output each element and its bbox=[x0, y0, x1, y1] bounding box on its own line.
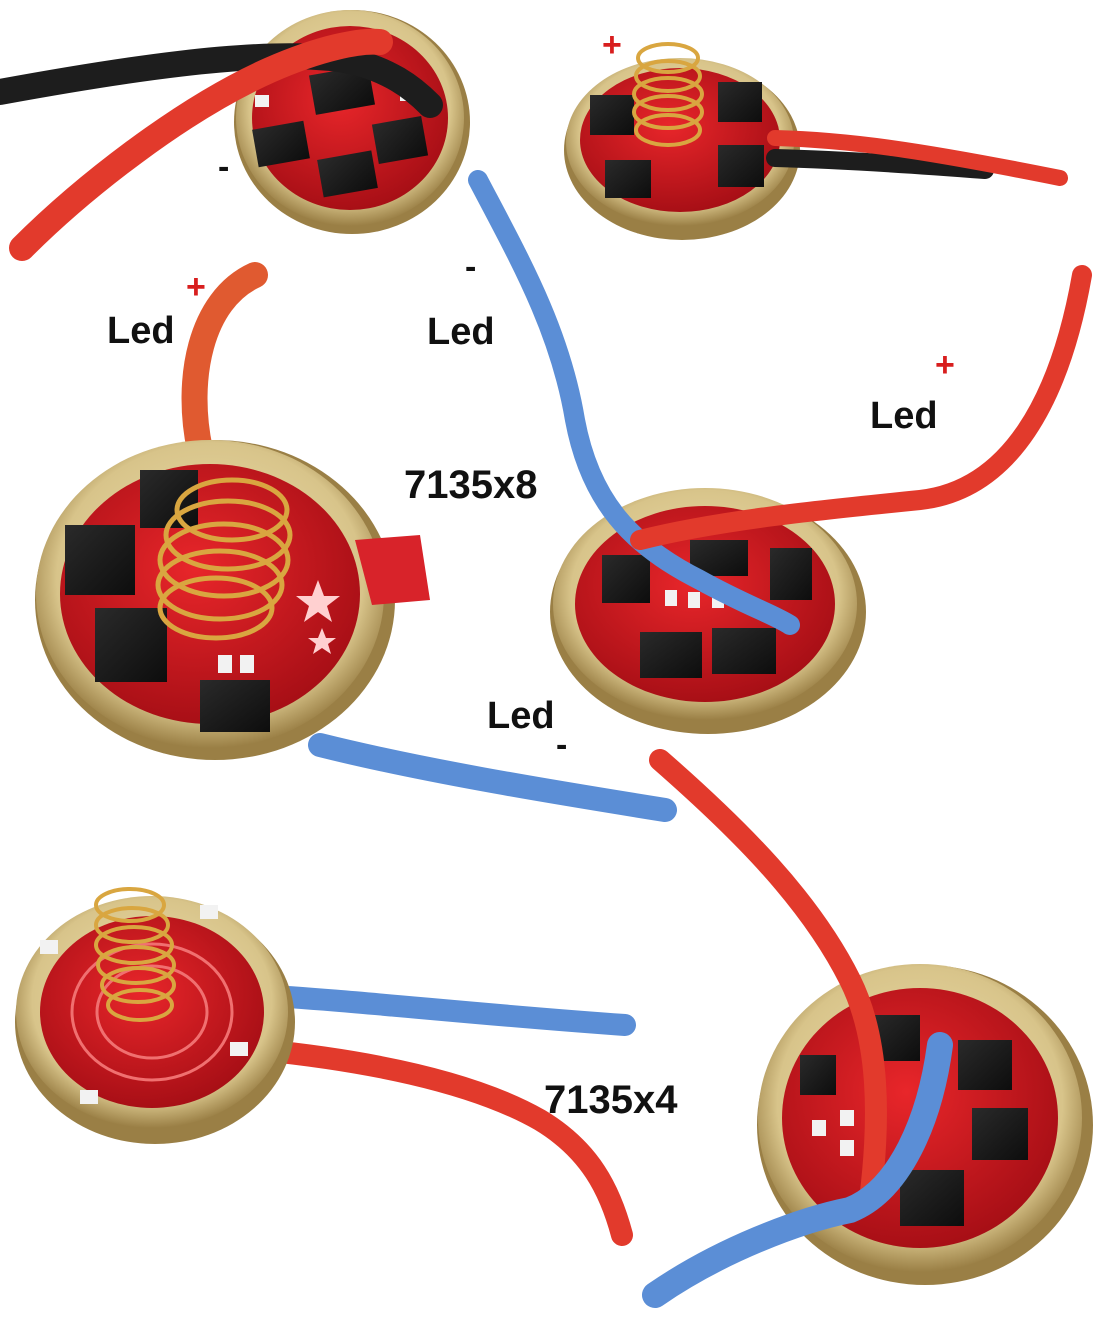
driver-board-7135x4-spring-side bbox=[15, 896, 295, 1144]
driver-board-7135x8-chip-side bbox=[550, 488, 866, 734]
model-label-7135x4: 7135x4 bbox=[544, 1078, 678, 1122]
blue-wire-bottom-left bbox=[244, 984, 636, 1036]
spring-top-right bbox=[632, 42, 704, 147]
minus-sign-top-left: - bbox=[218, 148, 230, 186]
spring-bottom-left bbox=[94, 887, 176, 1022]
model-label-7135x8: 7135x8 bbox=[404, 463, 538, 507]
red-wire-left-board bbox=[181, 262, 268, 463]
blue-wire-left-board bbox=[308, 733, 677, 822]
red-wire-bottom-left bbox=[251, 1039, 633, 1246]
plus-sign-led-left: + bbox=[186, 268, 206, 306]
red-wire-top-left bbox=[9, 28, 393, 261]
minus-sign-led-center: - bbox=[465, 248, 477, 286]
plus-sign-led-right: + bbox=[935, 346, 955, 384]
red-wire-top-right bbox=[767, 130, 1068, 186]
plus-sign-top-right: + bbox=[602, 26, 622, 64]
driver-board-7135x8-spring-side bbox=[35, 440, 430, 760]
blue-wire-bottom-right bbox=[642, 1032, 953, 1308]
blue-wire-center-board bbox=[468, 170, 800, 635]
led-minus-label-lower: Led bbox=[487, 695, 555, 737]
driver-board-top-right bbox=[564, 58, 800, 240]
led-minus-label-center: Led bbox=[427, 311, 495, 353]
black-wire-top-right bbox=[766, 149, 994, 179]
minus-sign-led-lower: - bbox=[556, 726, 568, 764]
red-wire-center-board bbox=[630, 265, 1092, 550]
spring-left-board bbox=[155, 477, 293, 641]
led-plus-label-left: Led bbox=[107, 310, 175, 352]
led-plus-label-right: Led bbox=[870, 395, 938, 437]
red-wire-bottom-right bbox=[649, 749, 887, 1211]
